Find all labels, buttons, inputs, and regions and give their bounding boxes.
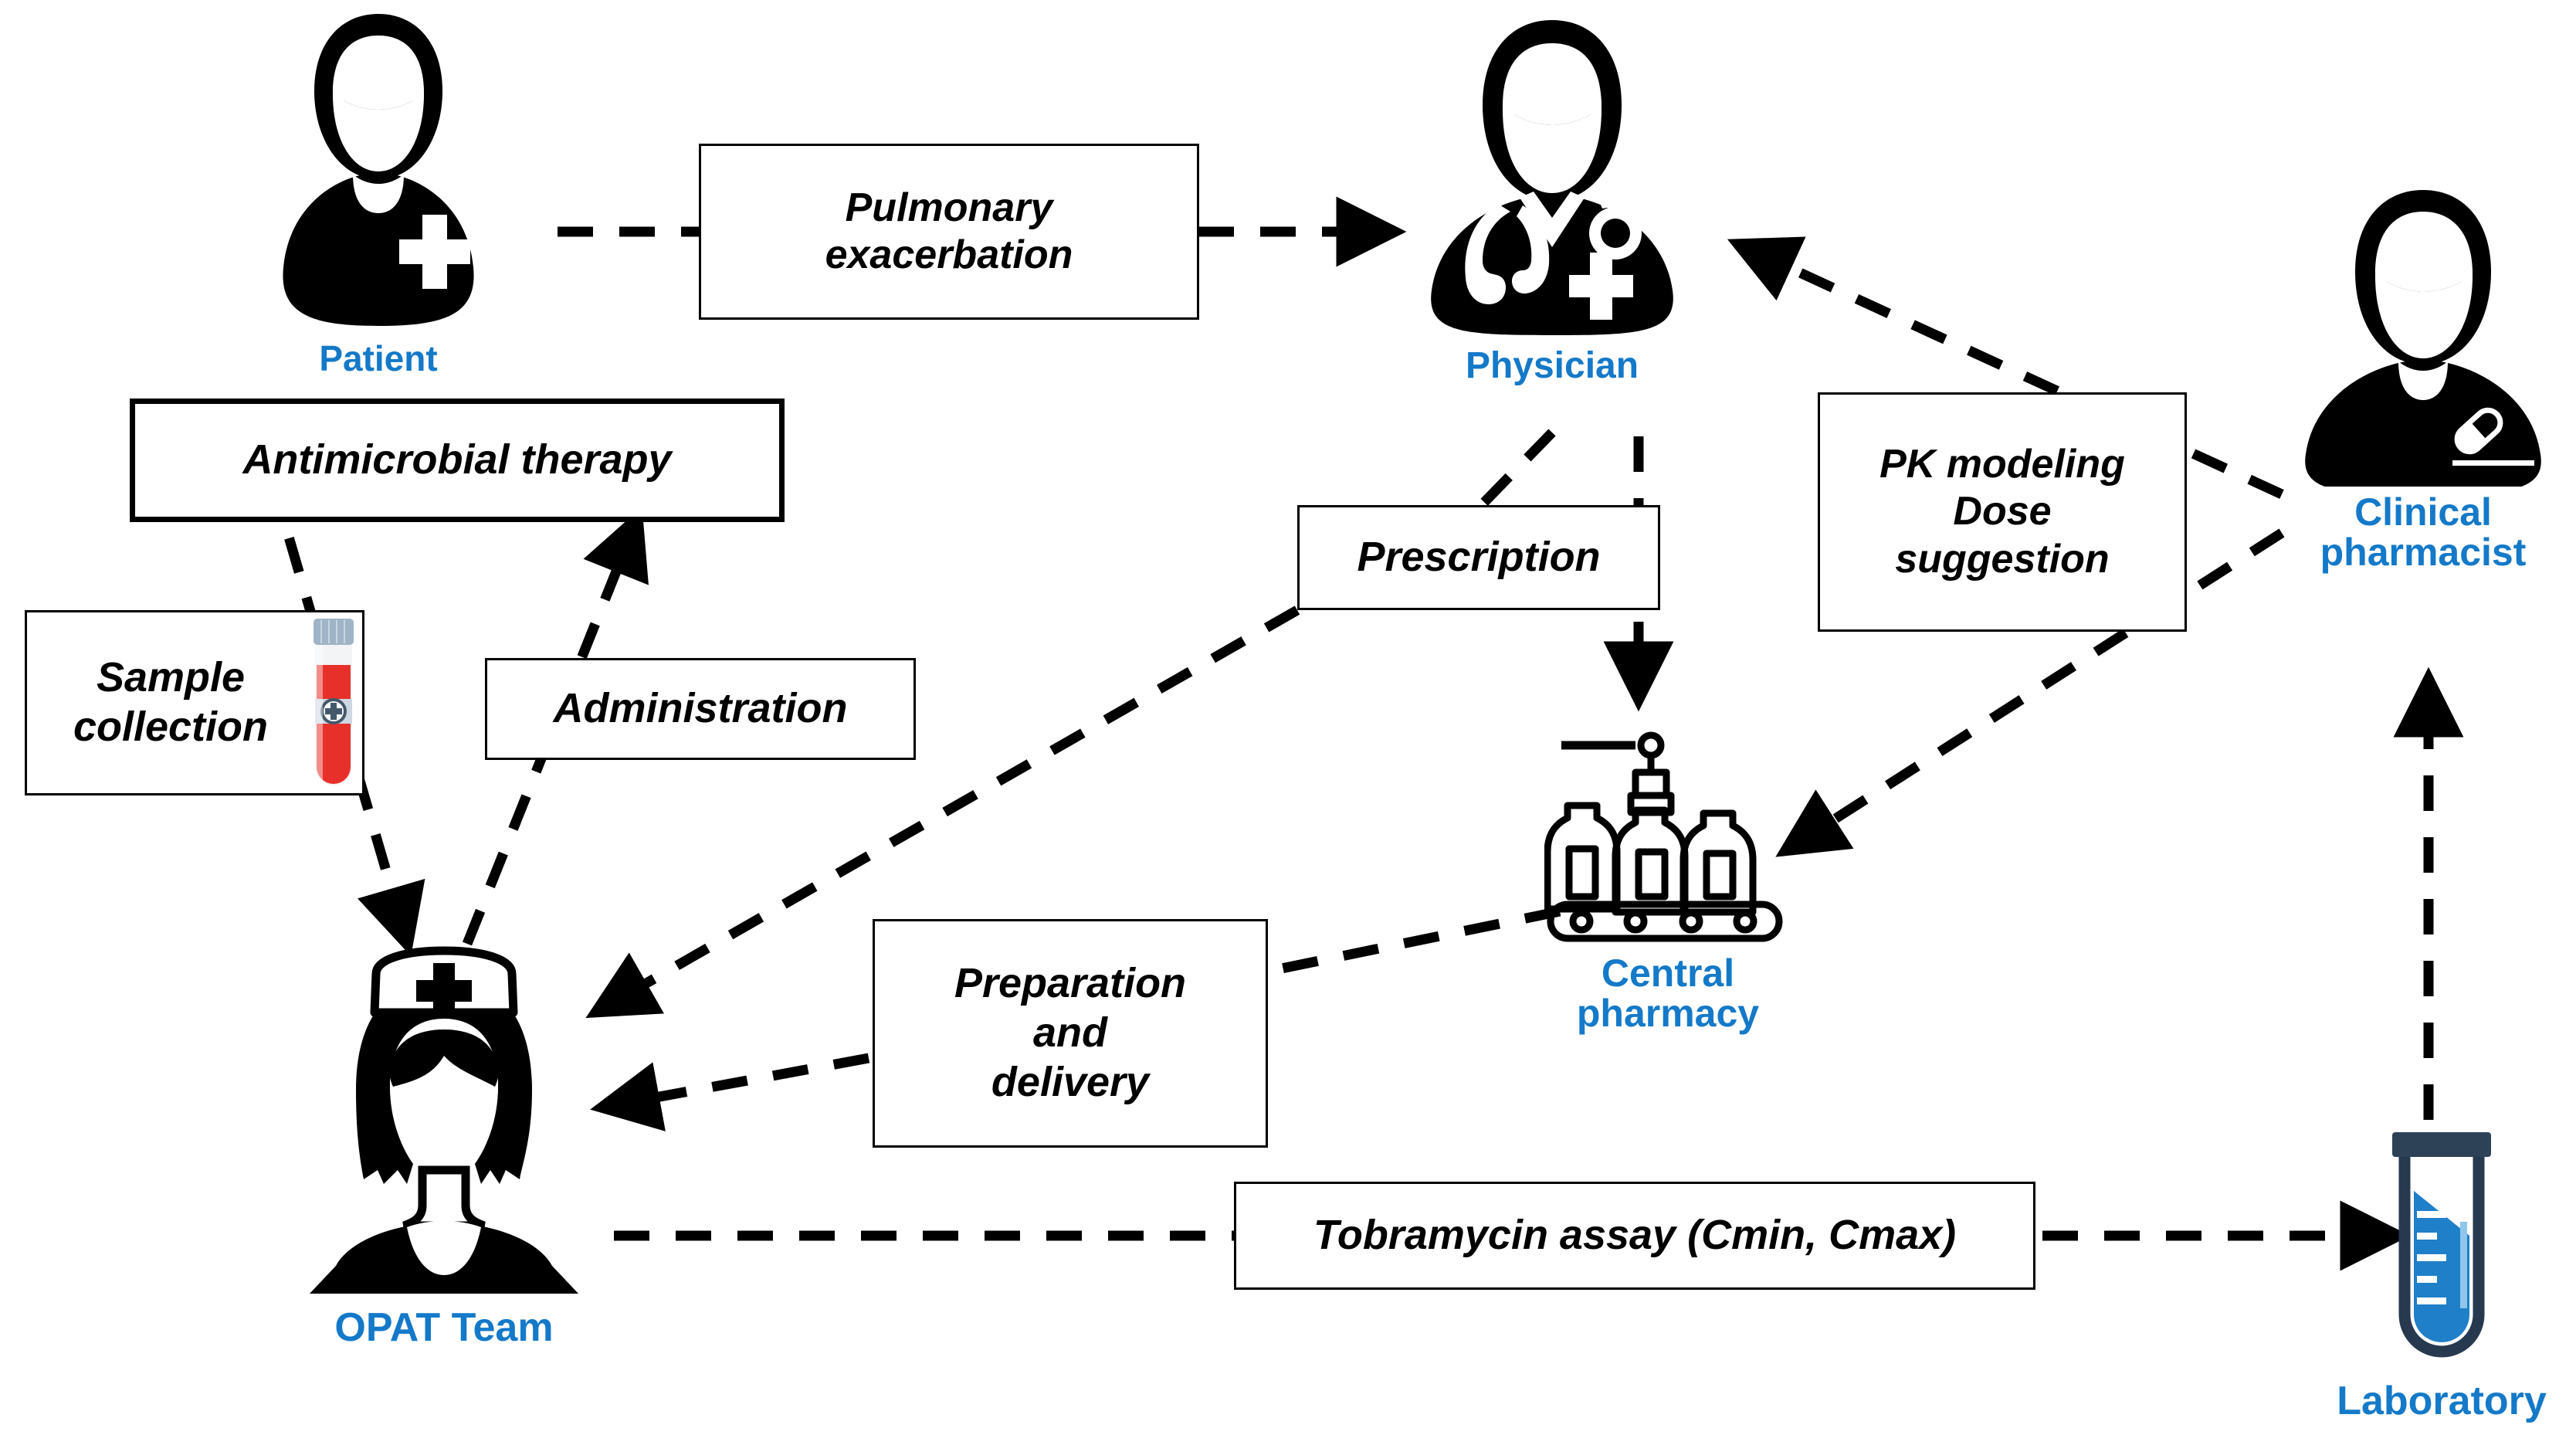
test-tube-icon: [2349, 1120, 2534, 1379]
box-prescription[interactable]: Prescription: [1297, 505, 1660, 610]
box-prescription-label: Prescription: [1357, 534, 1601, 581]
box-tobramycin-assay[interactable]: Tobramycin assay (Cmin, Cmax): [1234, 1182, 2035, 1290]
node-central-pharmacy[interactable]: Central pharmacy: [1544, 714, 1791, 1033]
box-antimicrobial-therapy[interactable]: Antimicrobial therapy: [130, 399, 785, 522]
node-clinical-pharmacist[interactable]: Clinical pharmacist: [2270, 185, 2576, 572]
edge-pharmacy-to-preparation: [1276, 906, 1561, 975]
node-patient-label: Patient: [319, 338, 438, 378]
box-preparation-and-delivery[interactable]: Preparation and delivery: [873, 919, 1268, 1148]
node-central-pharmacy-label: Central pharmacy: [1576, 951, 1760, 1035]
box-tobramycin-assay-label: Tobramycin assay (Cmin, Cmax): [1313, 1212, 1957, 1259]
box-pk-modeling-dose-suggestion-label: PK modeling Dose suggestion: [1879, 441, 2125, 582]
box-administration-label: Administration: [553, 685, 848, 732]
box-sample-collection[interactable]: Sample collection: [25, 610, 364, 795]
edge-preparation-to-opat: [590, 1053, 870, 1131]
physician-person-icon: [1405, 15, 1699, 344]
node-laboratory[interactable]: Laboratory: [2337, 1120, 2547, 1422]
edge-pharmacist-to-physician: [1727, 236, 2284, 499]
edge-physician-to-prescription: [1467, 429, 1556, 520]
box-pulmonary-exacerbation[interactable]: Pulmonary exacerbation: [699, 144, 1199, 320]
node-opat-team-label: OPAT Team: [334, 1305, 554, 1350]
nurse-person-icon: [290, 938, 598, 1305]
box-preparation-and-delivery-label: Preparation and delivery: [954, 960, 1187, 1105]
box-pulmonary-exacerbation-label: Pulmonary exacerbation: [825, 185, 1073, 277]
node-opat-team[interactable]: OPAT Team: [290, 938, 598, 1348]
edge-prescription-to-opat: [585, 605, 1300, 1019]
node-physician-label: Physician: [1465, 345, 1639, 386]
box-pk-modeling-dose-suggestion[interactable]: PK modeling Dose suggestion: [1818, 392, 2187, 632]
box-administration[interactable]: Administration: [485, 658, 916, 760]
node-physician[interactable]: Physician: [1405, 15, 1699, 385]
box-sample-collection-label: Sample collection: [73, 654, 269, 750]
node-patient[interactable]: Patient: [266, 8, 490, 378]
box-antimicrobial-therapy-label: Antimicrobial therapy: [242, 436, 672, 483]
pharmacist-person-icon: [2270, 185, 2576, 494]
node-laboratory-label: Laboratory: [2337, 1379, 2547, 1423]
node-clinical-pharmacist-label: Clinical pharmacist: [2320, 490, 2527, 574]
conveyor-bottles-icon: [1544, 714, 1791, 950]
edge-administration-to-antimicrobial: [462, 507, 649, 946]
edge-pharmacist-to-pharmacy: [1775, 528, 2285, 857]
patient-person-icon: [266, 8, 490, 336]
blood-collection-tube-icon: [300, 614, 366, 797]
edge-sample-to-opat: [266, 477, 425, 956]
